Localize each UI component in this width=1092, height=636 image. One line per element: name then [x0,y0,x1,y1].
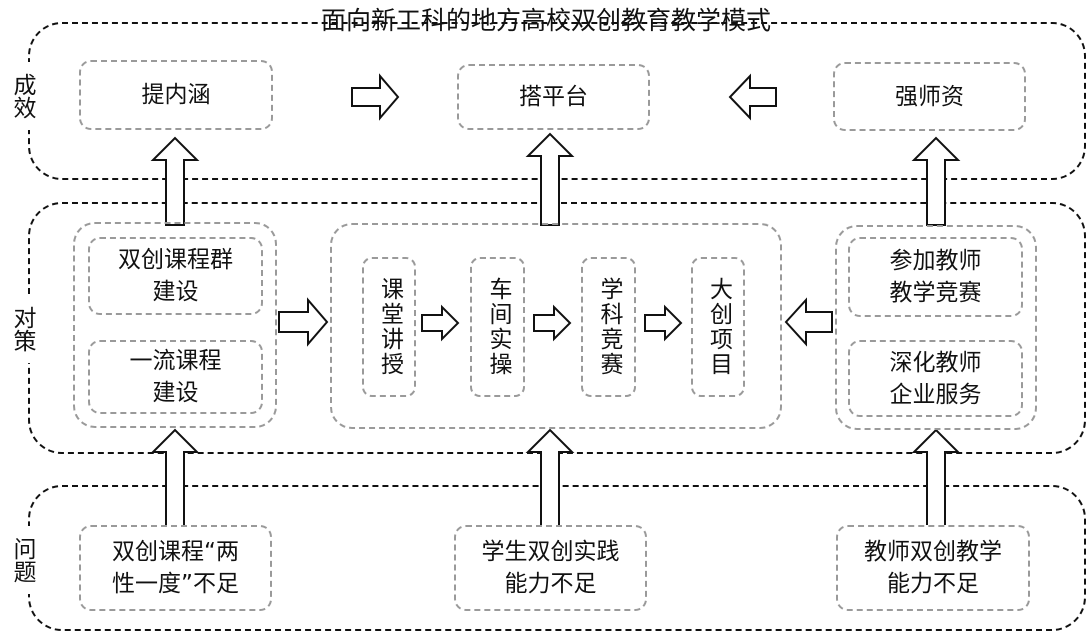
arrow-right-icon [278,297,329,347]
arrow-left-icon [784,297,833,347]
strategy-teacher-competition-box: 参加教师 教学竞赛 [848,237,1023,317]
arrow-left-icon [728,73,777,121]
arrow-up-icon [525,132,575,226]
strategy-center-panel [330,223,782,429]
arrow-right-icon [421,304,460,342]
strategy-enterprise-service-box: 深化教师 企业服务 [848,340,1023,417]
arrow-up-icon [911,428,961,536]
diagram-title: 面向新工科的地方高校双创教育教学模式 [0,4,1092,38]
strategy-course-group-box: 双创课程群 建设 [88,237,263,315]
problem-teacher-teaching-box: 教师双创教学 能力不足 [836,525,1030,611]
arrow-up-icon [911,136,961,226]
arrow-up-icon [525,428,575,536]
arrow-right-icon [644,304,683,342]
problems-label: 问题 [2,526,42,594]
strategy-innovation-project-box: 大创项目 [691,257,745,397]
strategy-discipline-competition-box: 学科竞赛 [581,257,636,397]
strategies-label: 对策 [2,295,42,363]
strategy-left-panel [73,222,277,428]
arrow-up-icon [150,428,200,536]
outcome-box-build-platform: 搭平台 [457,64,650,130]
strategy-first-class-course-box: 一流课程 建设 [88,340,263,414]
arrow-up-icon [150,136,200,226]
arrow-right-icon [351,73,400,121]
outcomes-label: 成效 [2,62,42,130]
strategy-right-panel [835,225,1037,430]
outcome-box-strengthen-faculty: 强师资 [833,62,1026,131]
problem-student-practice-box: 学生双创实践 能力不足 [454,525,647,611]
strategy-workshop-practice-box: 车间实操 [470,257,525,397]
problem-course-quality-box: 双创课程“两 性一度”不足 [79,525,272,611]
outcome-box-improve-connotation: 提内涵 [79,60,273,130]
arrow-right-icon [533,304,572,342]
strategy-classroom-teaching-box: 课堂讲授 [362,257,416,397]
